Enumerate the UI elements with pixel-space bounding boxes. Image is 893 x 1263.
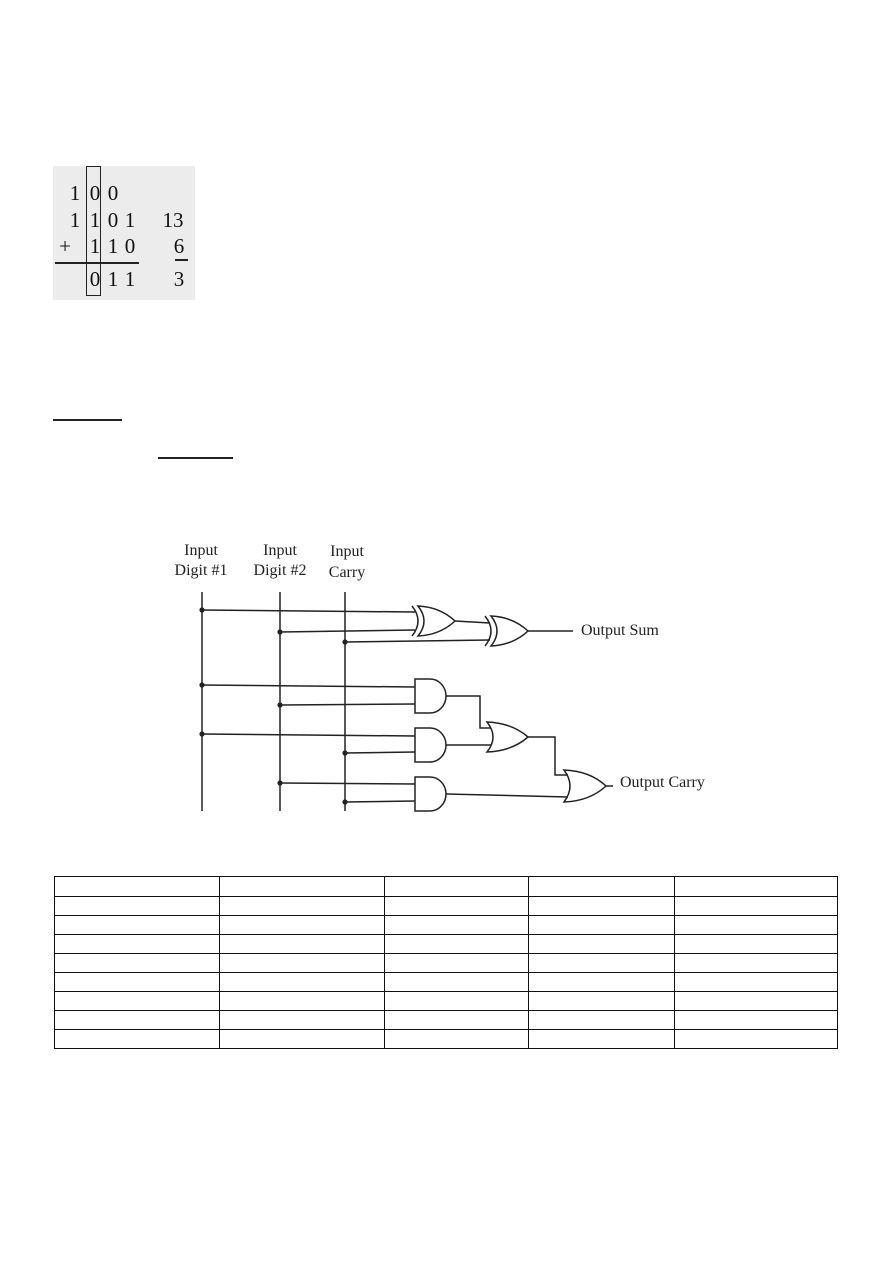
table-cell [674, 972, 838, 992]
and1-gate [414, 678, 447, 714]
full-adder-circuit: Input Digit #1 Input Digit #2 Input Carr… [175, 542, 705, 812]
table-cell [674, 934, 838, 954]
table-cell [383, 1010, 530, 1030]
input1-label-line1: Input [184, 542, 218, 559]
decimal-underline [175, 259, 188, 261]
table-cell [218, 1010, 385, 1030]
table-cell [528, 991, 676, 1011]
and3-gate [414, 776, 447, 812]
addend1-digit: 0 [107, 208, 119, 232]
table-row [54, 953, 838, 973]
addend2-digit: 1 [89, 234, 101, 258]
table-cell [54, 934, 220, 954]
table-cell [528, 915, 676, 935]
addend1-digit: 1 [124, 208, 136, 232]
table-cell [218, 915, 385, 935]
carry-digit: 0 [107, 181, 119, 205]
table-cell [54, 972, 220, 992]
table-cell [383, 972, 530, 992]
table-cell [218, 876, 385, 897]
table-cell [674, 953, 838, 973]
result-digit: 1 [124, 267, 136, 291]
blank-table [54, 876, 838, 1049]
table-cell [54, 876, 220, 897]
table-row [54, 915, 838, 935]
addend2-decimal: 6 [173, 234, 185, 258]
table-cell [54, 1029, 220, 1049]
result-digit: 0 [89, 267, 101, 291]
and2-gate [414, 727, 447, 763]
table-cell [528, 1029, 676, 1049]
table-cell [218, 991, 385, 1011]
table-cell [383, 953, 530, 973]
table-row [54, 934, 838, 954]
carry-label-line1: Input [330, 543, 364, 560]
table-row [54, 896, 838, 916]
highlighted-column-box [86, 166, 101, 296]
table-cell [674, 915, 838, 935]
xor1-gate-back [411, 605, 419, 637]
output-sum-label: Output Sum [581, 622, 659, 639]
table-cell [383, 1029, 530, 1049]
input2-label-line2: Digit #2 [254, 562, 307, 579]
table-cell [528, 953, 676, 973]
result-decimal: 3 [173, 267, 185, 291]
xor1-gate [416, 605, 457, 637]
table-cell [54, 953, 220, 973]
table-cell [54, 896, 220, 916]
carry-label-line2: Carry [329, 564, 365, 581]
table-cell [383, 991, 530, 1011]
xor2-gate-back [484, 615, 492, 647]
table-cell [383, 896, 530, 916]
carry-digit: 0 [89, 181, 101, 205]
addend1-decimal: 13 [162, 208, 184, 232]
table-cell [218, 972, 385, 992]
table-cell [528, 972, 676, 992]
table-cell [528, 876, 676, 897]
table-cell [674, 1029, 838, 1049]
table-cell [54, 1010, 220, 1030]
table-cell [528, 896, 676, 916]
table-cell [218, 953, 385, 973]
addend2-digit: 0 [124, 234, 136, 258]
table-cell [218, 896, 385, 916]
table-row [54, 972, 838, 992]
table-cell [218, 934, 385, 954]
table-row [54, 1029, 838, 1049]
table-cell [218, 1029, 385, 1049]
table-cell [674, 991, 838, 1011]
addend1-digit: 1 [89, 208, 101, 232]
input2-label-line1: Input [263, 542, 297, 559]
xor2-gate [489, 615, 530, 647]
table-cell [383, 876, 530, 897]
input1-label-line2: Digit #1 [175, 562, 228, 579]
table-cell [674, 896, 838, 916]
table-cell [383, 934, 530, 954]
output-carry-label: Output Carry [620, 774, 705, 791]
table-cell [674, 876, 838, 897]
carry-digit: 1 [69, 181, 81, 205]
table-cell [383, 915, 530, 935]
table-row [54, 991, 838, 1011]
table-cell [674, 1010, 838, 1030]
sum-rule [55, 262, 139, 264]
or2-gate [562, 769, 608, 803]
plus-sign: + [59, 234, 71, 258]
blank-line-1 [53, 419, 122, 421]
result-digit: 1 [107, 267, 119, 291]
table-cell [528, 934, 676, 954]
addend2-digit: 1 [107, 234, 119, 258]
binary-addition-figure: 1 0 0 1 1 0 1 13 + 1 1 0 6 0 1 1 3 [53, 166, 195, 300]
table-cell [54, 915, 220, 935]
table-row [54, 876, 838, 897]
table-cell [528, 1010, 676, 1030]
addend1-digit: 1 [69, 208, 81, 232]
or1-gate [485, 721, 530, 753]
table-row [54, 1010, 838, 1030]
table-cell [54, 991, 220, 1011]
blank-line-2 [158, 457, 233, 459]
